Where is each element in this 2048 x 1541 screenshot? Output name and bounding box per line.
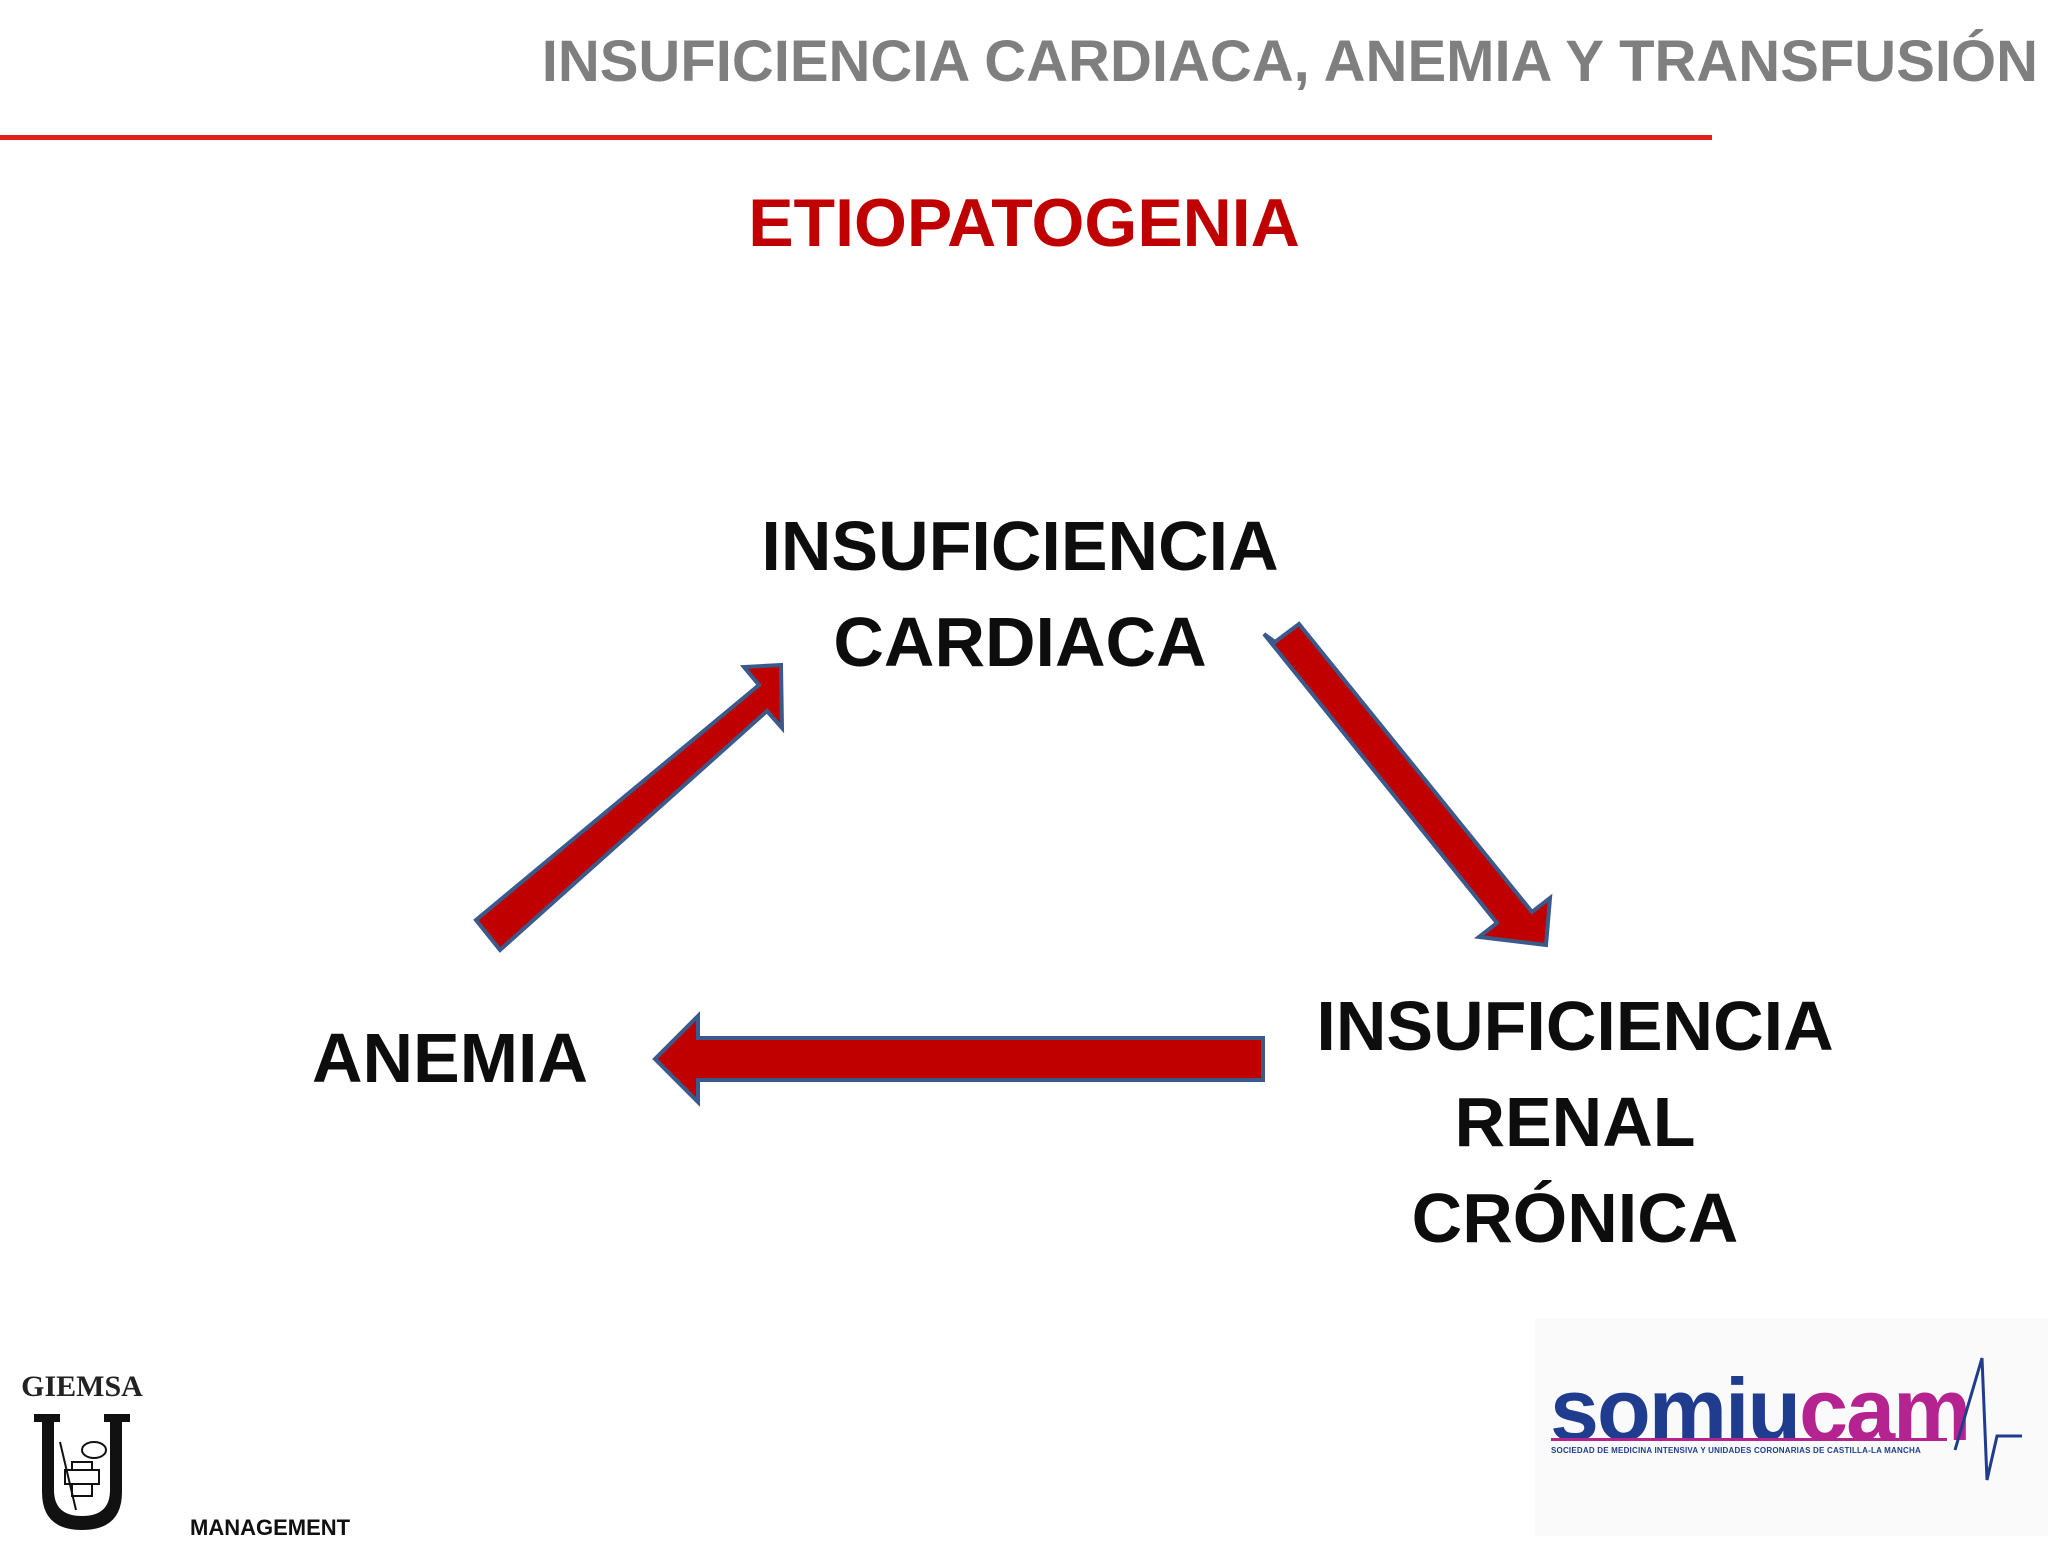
slide-subtitle: ETIOPATOGENIA: [748, 185, 1300, 261]
management-label: MANAGEMENT: [190, 1515, 351, 1540]
node-cardiac-line-1: INSUFICIENCIA: [761, 507, 1279, 585]
somiucam-wordmark-part2: cam: [1799, 1360, 1971, 1459]
node-anemia-label: ANEMIA: [311, 1019, 589, 1097]
giemsa-logo-text: GIEMSA: [21, 1370, 143, 1403]
header-divider: [0, 135, 1712, 140]
somiucam-wordmark-part1: somiu: [1550, 1360, 1801, 1459]
somiucam-tagline: SOCIEDAD DE MEDICINA INTENSIVA Y UNIDADE…: [1551, 1446, 1921, 1455]
page-header-title: INSUFICIENCIA CARDIACA, ANEMIA Y TRANSFU…: [541, 29, 2038, 94]
arrow-renal-to-anemia: [652, 1011, 1265, 1107]
u-shield-with-cross-icon: [34, 1414, 130, 1530]
node-cardiac-line-2: CARDIACA: [833, 603, 1207, 681]
heartbeat-line-icon: [1953, 1357, 2022, 1481]
node-renal-line-1: INSUFICIENCIA: [1316, 987, 1834, 1065]
arrow-cardiac-to-renal: [1262, 621, 1553, 948]
node-chronic-renal-insufficiency: INSUFICIENCIA RENAL CRÓNICA: [1250, 978, 1900, 1266]
giemsa-logo: GIEMSA: [12, 1370, 152, 1536]
somiucam-underline: [1551, 1438, 1947, 1441]
somiucam-logo: somiucam SOCIEDAD DE MEDICINA INTENSIVA …: [1535, 1318, 2048, 1536]
somiucam-wordmark: somiucam: [1550, 1360, 1971, 1460]
node-renal-line-3: CRÓNICA: [1411, 1179, 1739, 1257]
node-cardiac-insufficiency: INSUFICIENCIA CARDIACA: [720, 498, 1320, 690]
node-renal-line-2: RENAL: [1454, 1083, 1696, 1161]
arrow-anemia-to-cardiac: [473, 662, 785, 953]
node-anemia: ANEMIA: [270, 1010, 630, 1106]
